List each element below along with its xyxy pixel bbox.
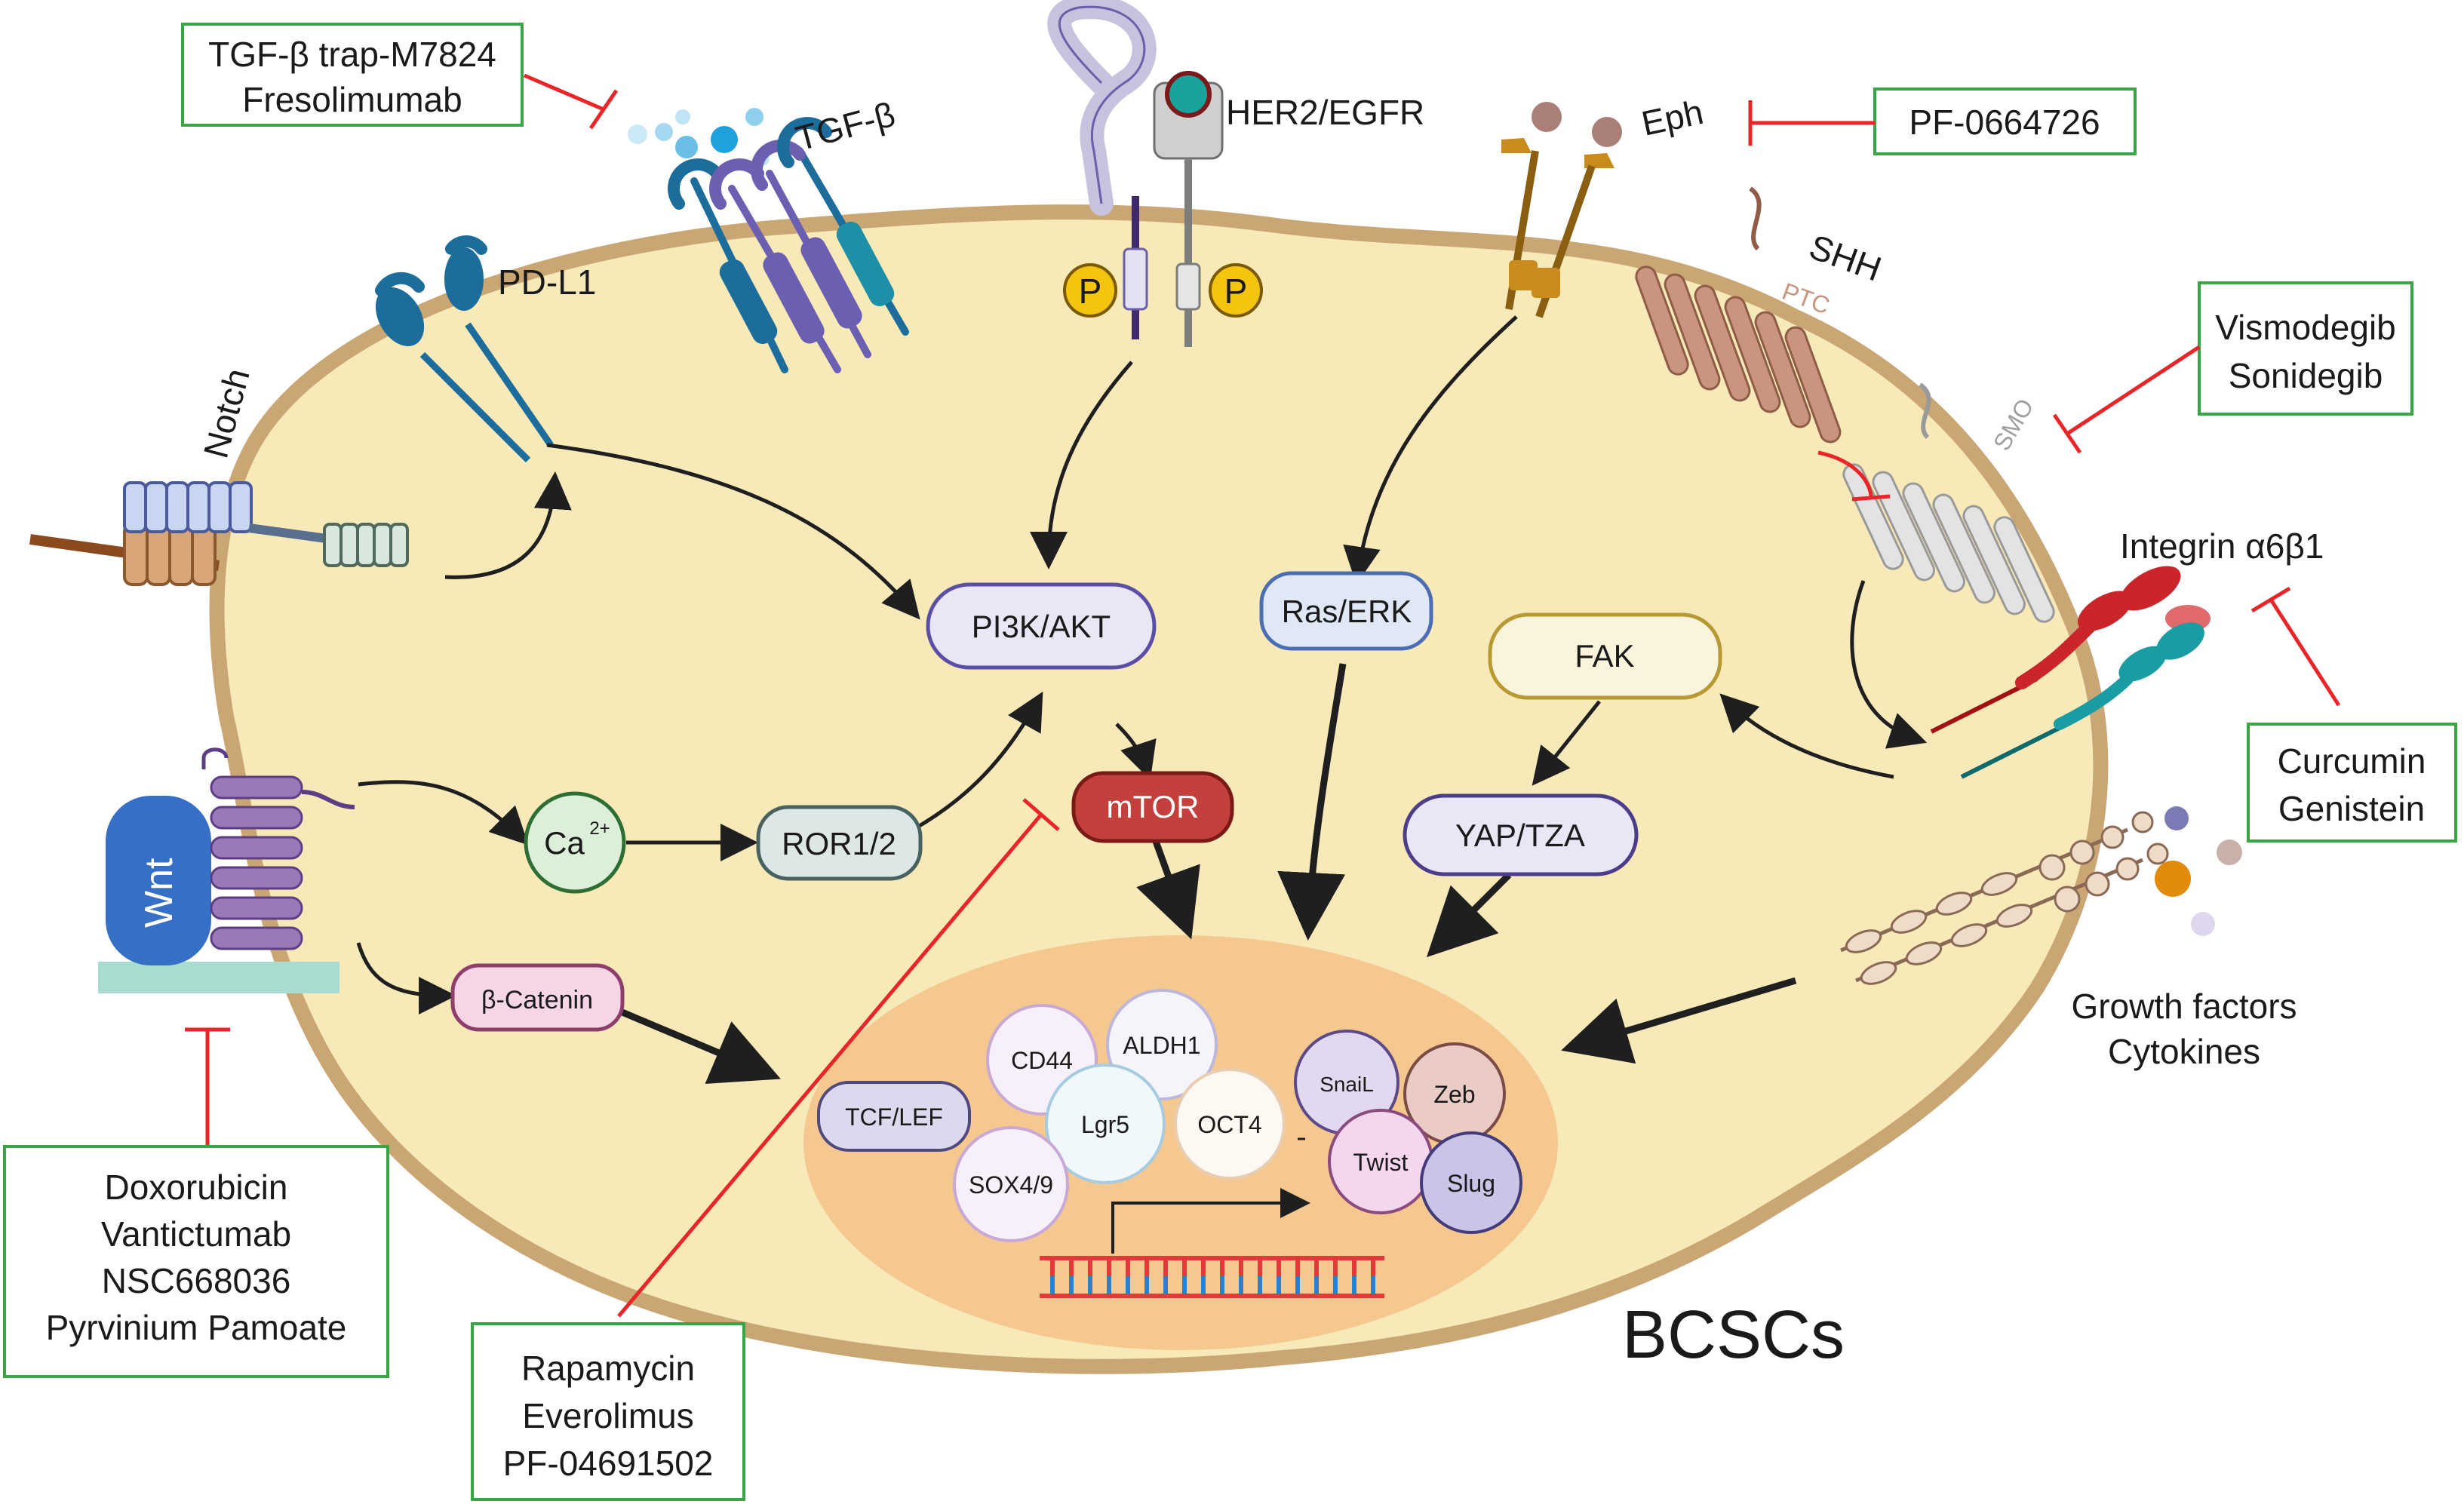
pdl1-label: PD-L1 [498, 262, 596, 302]
svg-text:Doxorubicin: Doxorubicin [105, 1168, 288, 1207]
inhibition-lines [185, 73, 2341, 1318]
marker-lgr5: Lgr5 [1045, 1064, 1166, 1184]
growth-factors-label: Growth factors [2071, 987, 2297, 1026]
wnt-label: Wnt [137, 858, 181, 928]
node-pi3k-akt: PI3K/AKT [926, 582, 1157, 670]
tgfb-receptor: TGF-β [668, 94, 909, 373]
svg-text:YAP/TZA: YAP/TZA [1455, 818, 1585, 853]
node-ras-erk: Ras/ERK [1259, 571, 1433, 651]
her2-egfr-receptor: P P HER2/EGFR [1047, 0, 1424, 347]
marker-twist: Twist [1328, 1109, 1433, 1214]
svg-text:Vantictumab: Vantictumab [101, 1214, 291, 1254]
phospho-right [1209, 263, 1263, 318]
svg-text:Lgr5: Lgr5 [1081, 1111, 1129, 1138]
svg-text:TGF-β trap-M7824: TGF-β trap-M7824 [208, 35, 496, 74]
notch-receptor: Notch [29, 364, 409, 586]
drug-box-eph: PF-0664726 [1873, 87, 2137, 155]
node-yap-tza: YAP/TZA [1403, 793, 1639, 876]
integrin-label: Integrin α6β1 [2120, 526, 2324, 566]
svg-text:Ras/ERK: Ras/ERK [1282, 594, 1412, 629]
svg-text:2+: 2+ [589, 818, 610, 839]
smo-receptor [1842, 382, 2055, 623]
svg-text:Twist: Twist [1353, 1149, 1409, 1176]
svg-text:PF-0664726: PF-0664726 [1909, 103, 2100, 142]
drug-box-wnt: Doxorubicin Vantictumab NSC668036 Pyrvin… [3, 1145, 389, 1378]
svg-text:CD44: CD44 [1011, 1047, 1073, 1074]
svg-text:TCF/LEF: TCF/LEF [845, 1103, 943, 1131]
pdl1-receptor: PD-L1 [375, 235, 596, 463]
cytokines-label: Cytokines [2108, 1032, 2260, 1071]
svg-text:Rapamycin: Rapamycin [521, 1349, 695, 1388]
drug-box-hedgehog: Vismodegib Sonidegib [2198, 281, 2413, 416]
svg-text:NSC668036: NSC668036 [102, 1261, 291, 1300]
marker-slug: Slug [1420, 1131, 1522, 1234]
node-ror: ROR1/2 [756, 805, 923, 881]
marker-tcf-lef: TCF/LEF [817, 1081, 971, 1152]
svg-text:Zeb: Zeb [1433, 1081, 1475, 1108]
svg-text:SOX4/9: SOX4/9 [969, 1171, 1053, 1199]
marker-oct4: OCT4 [1174, 1068, 1286, 1180]
svg-text:Vismodegib: Vismodegib [2215, 308, 2396, 347]
signal-arrows [356, 315, 1928, 1140]
her2-label: HER2/EGFR [1226, 93, 1424, 132]
svg-text:Ca: Ca [544, 825, 585, 861]
drug-box-integrin: Curcumin Genistein [2247, 723, 2457, 843]
svg-text:β-Catenin: β-Catenin [481, 986, 593, 1014]
tgfb-ligand [628, 108, 770, 166]
wnt-receptor: Wnt [98, 747, 355, 993]
svg-text:FAK: FAK [1575, 638, 1634, 674]
svg-text:Genistein: Genistein [2278, 789, 2425, 828]
svg-text:SnaiL: SnaiL [1320, 1073, 1374, 1096]
growth-factor-receptor: Growth factors Cytokines [1840, 806, 2297, 1071]
cell-label: BCSCs [1622, 1297, 1845, 1373]
svg-text:Sonidegib: Sonidegib [2229, 356, 2383, 395]
svg-text:PF-04691502: PF-04691502 [503, 1444, 714, 1483]
svg-text:ROR1/2: ROR1/2 [782, 826, 896, 861]
thick-arrows [617, 663, 1797, 1085]
eph-label: Eph [1638, 92, 1707, 143]
node-calcium: Ca 2+ [524, 791, 626, 894]
svg-text:Everolimus: Everolimus [522, 1396, 694, 1435]
phospho-left [1063, 263, 1117, 318]
ptc-receptor [1635, 186, 1842, 444]
smo-label: SMO [1988, 394, 2039, 455]
svg-text:Pyrvinium Pamoate: Pyrvinium Pamoate [46, 1308, 347, 1347]
tgfb-label: TGF-β [791, 94, 899, 158]
svg-text:Slug: Slug [1447, 1170, 1495, 1197]
marker-sox: SOX4/9 [953, 1126, 1069, 1242]
svg-text:PI3K/AKT: PI3K/AKT [972, 609, 1111, 644]
drug-box-tgfb: TGF-β trap-M7824 Fresolimumab [181, 23, 524, 127]
svg-text:ALDH1: ALDH1 [1123, 1032, 1200, 1059]
node-fak: FAK [1488, 612, 1722, 700]
svg-text:Curcumin: Curcumin [2278, 741, 2426, 781]
svg-text:OCT4: OCT4 [1197, 1111, 1261, 1138]
svg-text:Fresolimumab: Fresolimumab [242, 80, 462, 119]
svg-text:P: P [1224, 272, 1248, 311]
svg-text:mTOR: mTOR [1107, 789, 1200, 824]
integrin-receptor: Integrin α6β1 [1930, 526, 2324, 779]
node-mtor: mTOR [1071, 771, 1234, 843]
dna-helix [1040, 1188, 1384, 1298]
svg-text:P: P [1079, 272, 1102, 311]
drug-box-mtor: Rapamycin Everolimus PF-04691502 [471, 1322, 745, 1501]
shh-label: SHH [1805, 227, 1887, 289]
node-beta-catenin: β-Catenin [450, 963, 625, 1032]
eph-receptor: Eph [1501, 92, 1707, 318]
